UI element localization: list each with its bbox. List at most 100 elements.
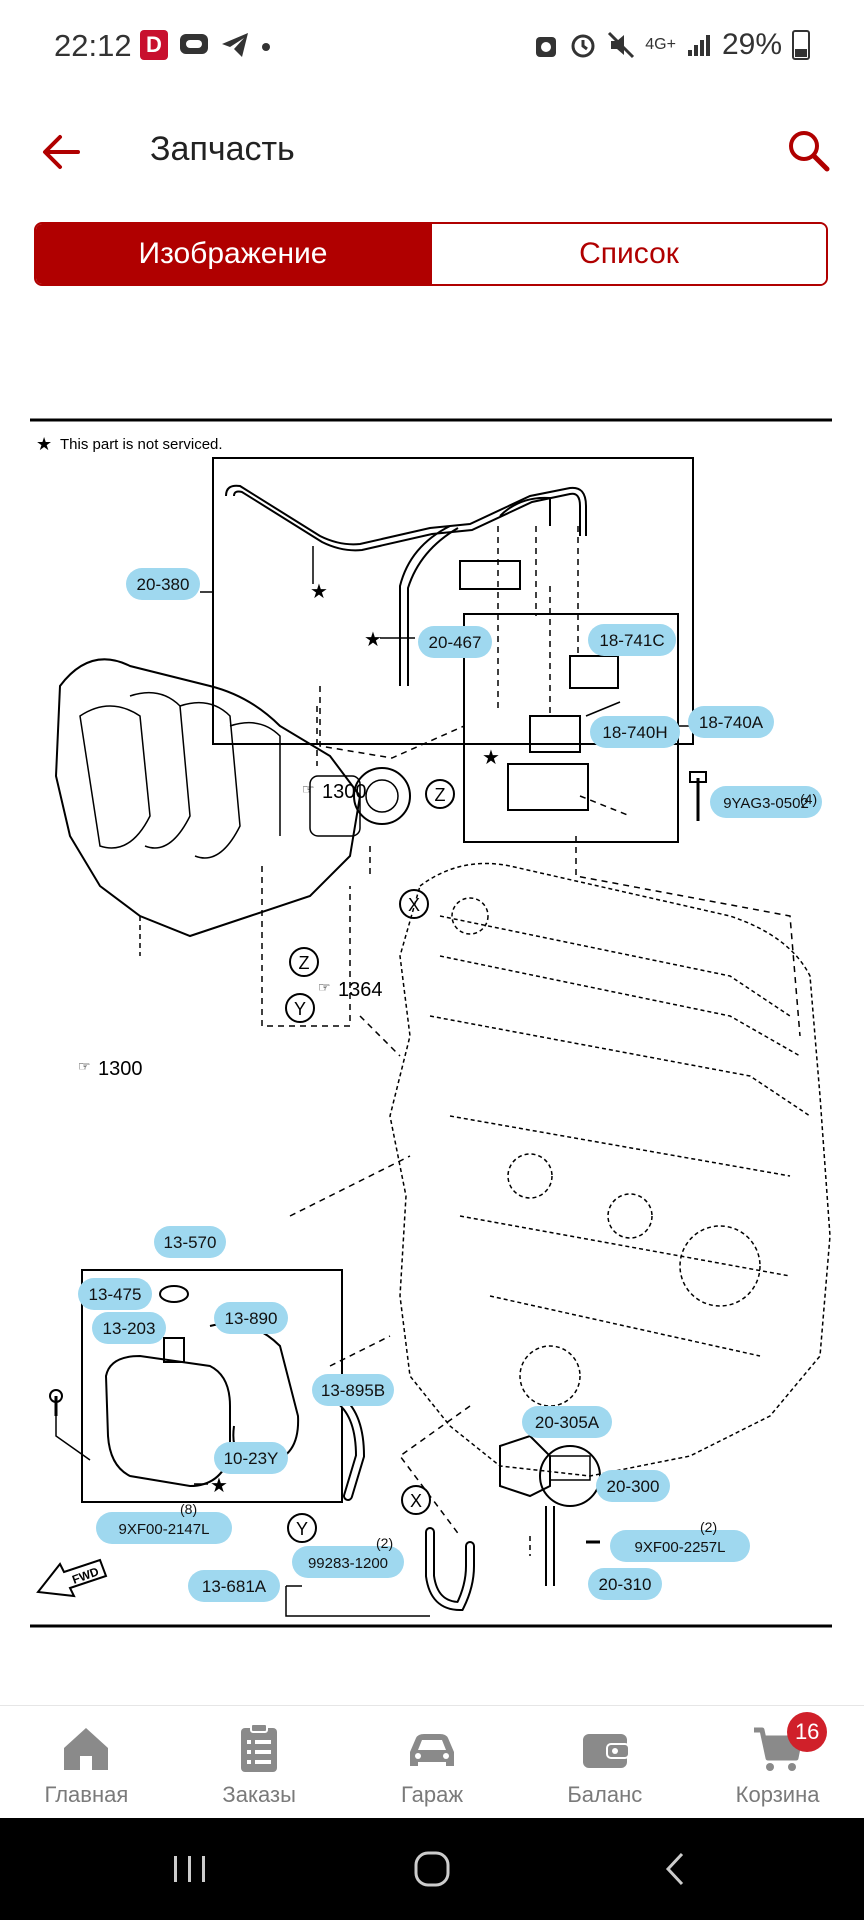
cart-badge: 16 [787,1712,828,1752]
star-marker: ★ [310,581,328,603]
back-arrow-icon[interactable] [36,126,88,178]
circle-z-top: Z [425,779,455,809]
security-icon [536,37,557,57]
label-10-23y-bg [214,1442,288,1474]
app-d-icon: D [140,30,168,60]
label-20-305a-bg [522,1406,612,1438]
part-label-13-890[interactable]: 13-890 [225,1309,278,1328]
part-label-10-23y[interactable]: 10-23Y [224,1449,279,1468]
home-button-icon[interactable] [402,1844,462,1894]
svg-text:X: X [410,1491,422,1511]
label-20-310-bg [588,1568,662,1600]
qty-99283-1200: (2) [376,1535,393,1551]
nav-orders[interactable]: Заказы [173,1706,346,1818]
label-13-890-bg [214,1302,288,1334]
label-9xf00-2147l-bg [96,1512,232,1544]
part-label-13-895b[interactable]: 13-895B [321,1381,385,1400]
nav-home-label: Главная [44,1782,129,1807]
nav-balance-label: Баланс [567,1782,643,1807]
bolt-ref-icon: ☞ [302,781,315,797]
status-time: 22:12 [54,28,132,63]
throttle-body [353,767,411,825]
circle-x-bottom: X [401,1485,431,1515]
battery-percent: 29% [721,28,782,61]
label-20-300-bg [596,1470,670,1502]
battery-icon [792,30,810,60]
part-label-18-740a[interactable]: 18-740A [699,713,764,732]
diagram-note: This part is not serviced. [60,436,223,453]
mute-icon [608,31,635,59]
nav-cart-label: Корзина [735,1782,820,1807]
parts-diagram: ★ This part is not serviced. ★ ★ ★ ☞ 130… [30,416,832,1630]
bolt-ref-icon: ☞ [318,979,331,995]
label-13-570-bg [154,1226,226,1258]
part-label-13-570[interactable]: 13-570 [164,1233,217,1252]
part-label-20-305a[interactable]: 20-305A [535,1413,600,1432]
part-label-9yag3-0502[interactable]: 9YAG3-0502 [723,795,809,812]
ref-1300-top: 1300 [322,781,367,803]
nav-garage-label: Гараж [400,1782,464,1807]
signal-icon [687,35,710,56]
recents-icon[interactable] [160,1844,220,1894]
alarm-icon [571,34,595,58]
part-label-9xf00-2257l[interactable]: 9XF00-2257L [635,1539,726,1556]
telegram-icon [222,33,248,57]
part-label-20-467[interactable]: 20-467 [429,633,482,652]
svg-text:Y: Y [294,999,306,1019]
orders-icon [241,1723,278,1772]
circle-z-mid: Z [289,947,319,977]
part-label-18-740h[interactable]: 18-740H [602,723,667,742]
home-icon [64,1728,109,1770]
status-bar: 22:12 D 4G+ 29% [0,0,864,96]
wallet-icon [582,1734,630,1768]
system-nav-bar [0,1818,864,1920]
star-icon: ★ [36,434,52,454]
label-13-475-bg [78,1278,152,1310]
car-icon [409,1734,454,1766]
tab-list[interactable]: Список [430,224,826,284]
star-marker: ★ [210,1475,228,1497]
nav-cart[interactable]: Корзина 16 [691,1706,864,1818]
system-back-icon[interactable] [646,1844,706,1894]
nav-balance[interactable]: Баланс [518,1706,691,1818]
part-label-20-310[interactable]: 20-310 [599,1575,652,1594]
part-label-9xf00-2147l[interactable]: 9XF00-2147L [119,1521,210,1538]
label-9xf00-2257l-bg [610,1530,750,1562]
qty-9xf00-2257l: (2) [700,1519,717,1535]
part-label-20-300[interactable]: 20-300 [607,1477,660,1496]
label-20-380-bg [126,568,200,600]
nav-home[interactable]: Главная [0,1706,173,1818]
circle-x-top: X [399,889,429,919]
svg-text:Z: Z [435,785,446,805]
part-label-99283-1200[interactable]: 99283-1200 [308,1555,388,1572]
diagram-svg: ★ This part is not serviced. ★ ★ ★ ☞ 130… [30,418,832,1628]
label-13-203-bg [92,1312,166,1344]
tab-image[interactable]: Изображение [36,224,430,284]
label-18-741c-bg [588,624,676,656]
engine-block [389,862,831,1477]
label-20-467-bg [418,626,492,658]
notification-icons: D [140,30,272,60]
nav-orders-label: Заказы [222,1782,296,1807]
star-marker: ★ [364,629,382,651]
fwd-arrow: FWD [36,1558,108,1598]
part-label-13-475[interactable]: 13-475 [89,1285,142,1304]
part-label-13-203[interactable]: 13-203 [103,1319,156,1338]
circle-y-bottom: Y [287,1513,317,1543]
qty-9yag3-0502: (4) [800,791,817,807]
chat-icon [180,34,208,54]
part-label-13-681a[interactable]: 13-681A [202,1577,267,1596]
label-9yag3-0502-bg [710,786,822,818]
hose-group-box [212,457,694,745]
search-icon[interactable] [782,124,834,176]
system-status: 4G+ 29% [533,28,810,62]
bottom-nav: Главная Заказы Гараж Баланс Корзина 16 [0,1705,864,1818]
app-bar: Запчасть [0,96,864,220]
page-title: Запчасть [150,130,295,168]
dot-icon [262,43,270,51]
part-label-18-741c[interactable]: 18-741C [599,631,664,650]
nav-garage[interactable]: Гараж [346,1706,519,1818]
part-label-20-380[interactable]: 20-380 [137,575,190,594]
intake-manifold [54,658,362,938]
ref-1364: 1364 [338,979,383,1001]
